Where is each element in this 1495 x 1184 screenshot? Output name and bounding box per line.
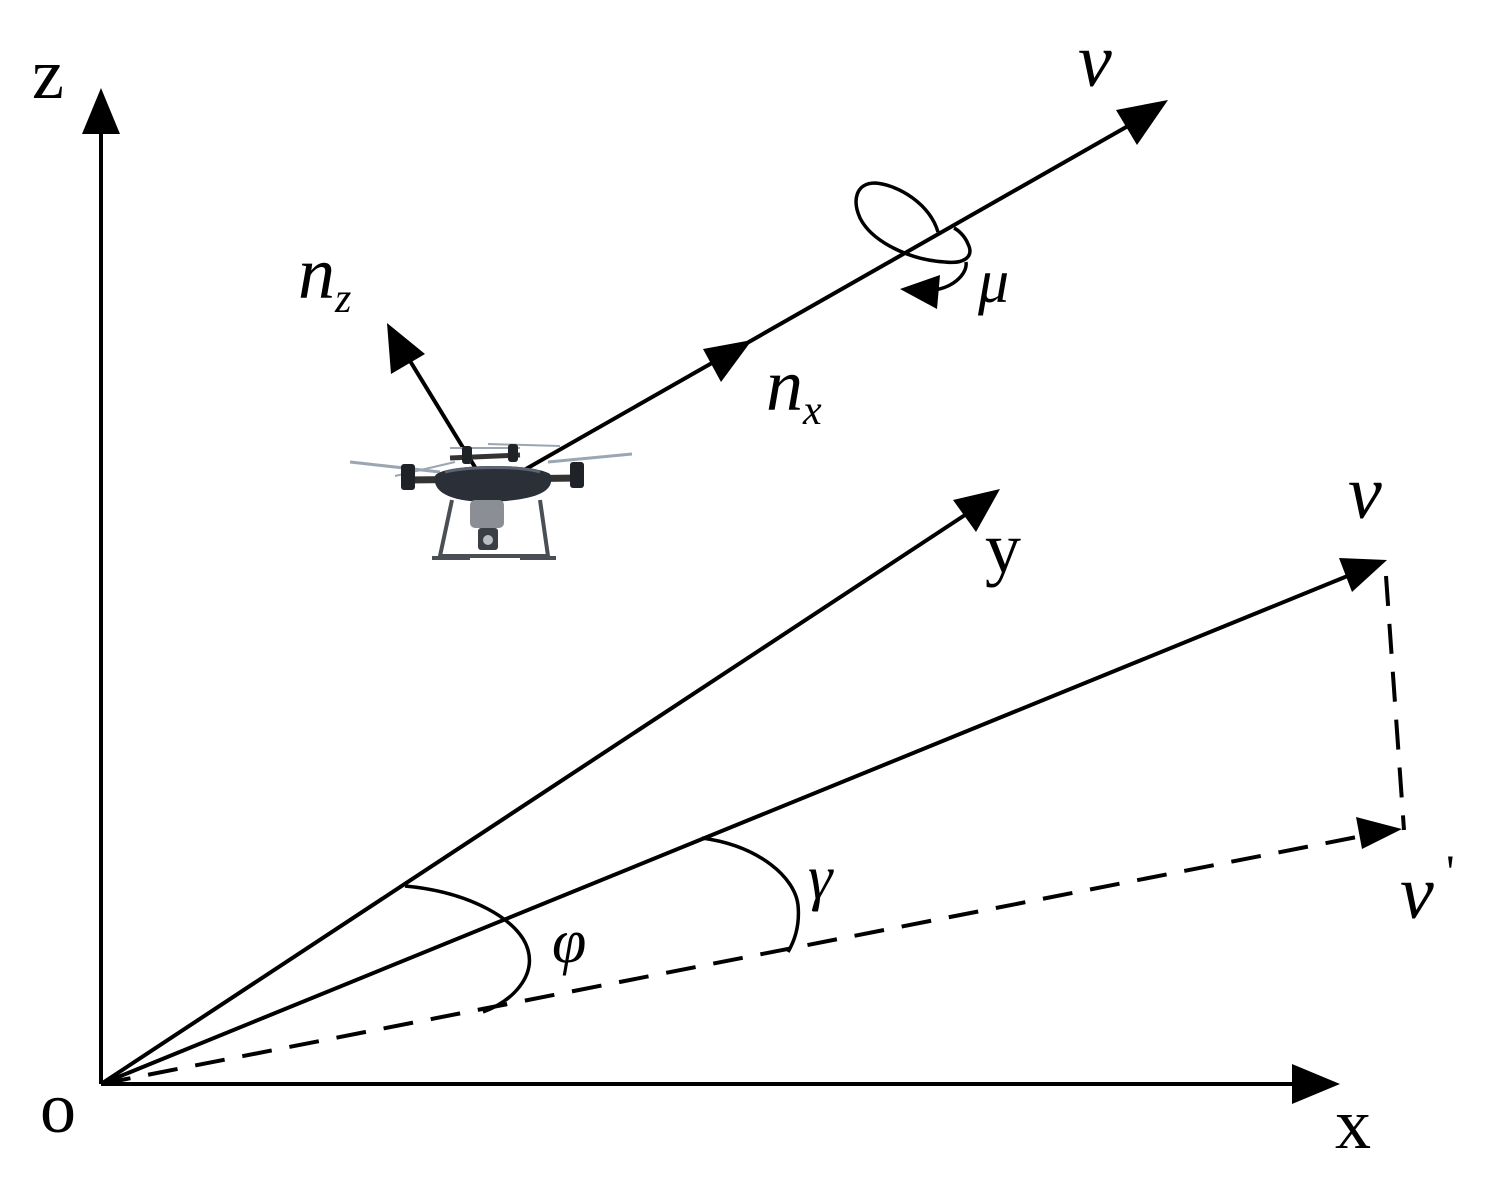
z-axis — [82, 88, 120, 1084]
velocity-prime-mark: ' — [1446, 846, 1455, 899]
phi-angle-arc — [404, 884, 532, 1014]
n-x-label: nx — [766, 345, 822, 434]
y-axis-label: y — [985, 508, 1021, 588]
velocity-label: ν — [1348, 451, 1382, 535]
n-z-subscript: z — [334, 276, 351, 322]
n-x-base: n — [766, 345, 803, 427]
gamma-angle-arc — [701, 836, 801, 953]
x-axis-label: x — [1335, 1084, 1371, 1164]
mu-label: μ — [977, 248, 1009, 316]
quadcopter-drone-icon — [349, 443, 633, 560]
origin-label: o — [40, 1068, 76, 1148]
n-z-label: nz — [298, 233, 351, 322]
z-axis-label: z — [32, 34, 64, 114]
velocity-projection-label: ν — [1400, 851, 1434, 935]
velocity-projection — [100, 817, 1402, 1086]
n-x-axis — [488, 100, 1168, 492]
velocity-vector — [100, 558, 1387, 1086]
velocity-top-label: ν — [1078, 19, 1112, 103]
n-x-subscript: x — [802, 388, 822, 434]
y-axis — [99, 489, 1000, 1086]
n-z-base: n — [298, 233, 335, 315]
x-axis — [101, 1064, 1340, 1104]
vertical-drop-line — [1384, 575, 1406, 831]
roll-rotation-arrow — [854, 181, 972, 309]
gamma-label: γ — [808, 844, 834, 912]
phi-label: φ — [552, 908, 586, 976]
